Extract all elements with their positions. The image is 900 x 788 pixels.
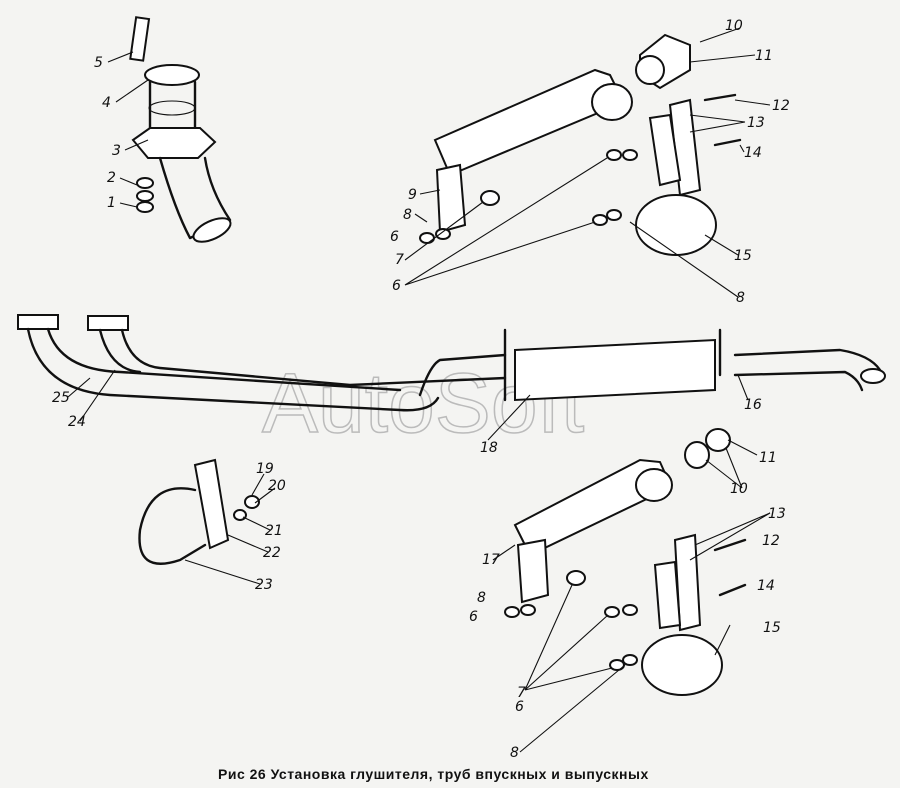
label-13: 13 xyxy=(747,115,765,131)
label-8: 8 xyxy=(510,745,519,761)
label-12: 12 xyxy=(762,533,780,549)
label-11: 11 xyxy=(755,48,773,64)
label-18: 18 xyxy=(480,440,498,456)
label-17: 17 xyxy=(482,552,500,568)
label-16: 16 xyxy=(744,397,762,413)
label-7: 7 xyxy=(395,252,404,268)
label-23: 23 xyxy=(255,577,273,593)
exhaust-pipes-and-muffler xyxy=(17,314,886,412)
label-14: 14 xyxy=(744,145,762,161)
label-6: 6 xyxy=(390,229,399,245)
label-25: 25 xyxy=(52,390,70,406)
label-12: 12 xyxy=(772,98,790,114)
upper-bracket-assembly xyxy=(419,33,742,256)
label-10: 10 xyxy=(730,481,748,497)
label-7: 7 xyxy=(517,685,526,701)
label-15: 15 xyxy=(734,248,752,264)
leader-lines xyxy=(67,27,771,753)
label-6: 6 xyxy=(515,699,524,715)
label-15: 15 xyxy=(763,620,781,636)
label-6: 6 xyxy=(469,609,478,625)
label-8: 8 xyxy=(403,207,412,223)
label-6: 6 xyxy=(392,278,401,294)
label-1: 1 xyxy=(107,195,116,211)
label-24: 24 xyxy=(68,414,86,430)
label-21: 21 xyxy=(265,523,283,539)
lower-bracket-assembly xyxy=(504,428,747,696)
label-8: 8 xyxy=(477,590,486,606)
hook-clamp-assembly xyxy=(138,458,260,565)
label-3: 3 xyxy=(112,143,121,159)
intake-pipe-assembly xyxy=(129,16,232,243)
label-11: 11 xyxy=(759,450,777,466)
label-4: 4 xyxy=(102,95,111,111)
label-2: 2 xyxy=(107,170,116,186)
label-5: 5 xyxy=(94,55,103,71)
label-22: 22 xyxy=(263,545,281,561)
label-13: 13 xyxy=(768,506,786,522)
label-14: 14 xyxy=(757,578,775,594)
label-9: 9 xyxy=(408,187,417,203)
label-10: 10 xyxy=(725,18,743,34)
figure-caption: Рис 26 Установка глушителя, труб впускны… xyxy=(218,766,649,782)
label-19: 19 xyxy=(256,461,274,477)
label-8: 8 xyxy=(736,290,745,306)
